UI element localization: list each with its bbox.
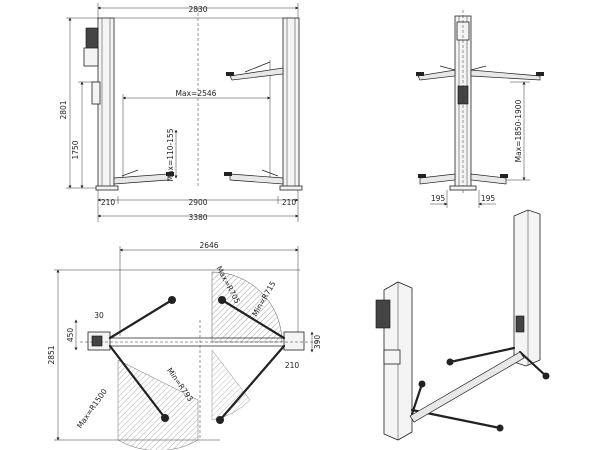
dim-post-gap: 30 (94, 311, 104, 320)
dim-right-width: 390 (313, 335, 322, 350)
top-right-post (283, 331, 305, 351)
dim-side-left: 210 (101, 198, 116, 207)
right-post (282, 17, 300, 189)
front-view: 2830 2801 1750 Max=2546 (59, 3, 303, 222)
dim-inner-width: 2900 (188, 198, 207, 207)
motor-unit (85, 27, 99, 51)
dim-height-total: 2801 (59, 100, 68, 119)
dim-offset-left: 195 (431, 194, 446, 203)
dim-post-depth: 450 (66, 328, 75, 343)
left-post (97, 17, 115, 189)
dim-lift-height: Max=1850-1900 (514, 99, 523, 162)
top-view: 2646 2851 450 30 390 210 (47, 241, 322, 450)
side-view: Max=1850-1900 195 195 (416, 10, 544, 208)
dim-pad-height: Max=110-155 (166, 128, 175, 181)
dim-side-right: 210 (282, 198, 297, 207)
dim-span: 2646 (199, 241, 218, 250)
dim-height-lower: 1750 (71, 140, 80, 159)
iso-right-post (513, 209, 541, 367)
dim-depth: 2851 (47, 345, 56, 364)
dim-arm-reach: Max=2546 (176, 89, 217, 98)
isometric-view (375, 209, 550, 441)
dim-offset-right: 195 (481, 194, 496, 203)
iso-motor (375, 299, 391, 329)
dim-base-width: 3380 (188, 213, 207, 222)
dim-right-offset: 210 (285, 361, 300, 370)
dim-radius-max-long: Max=R1500 (75, 387, 109, 430)
